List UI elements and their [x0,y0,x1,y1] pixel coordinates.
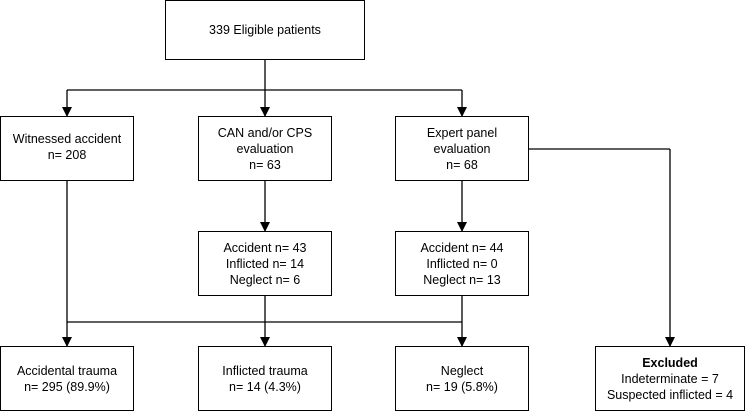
inflicted-trauma-box: Inflicted trauma n= 14 (4.3%) [198,346,332,411]
can-cps-count: n= 63 [249,157,281,172]
can-cps-subtitle: evaluation [236,141,294,156]
can-cps-accident-count: Accident n= 43 [223,240,307,255]
accidental-trauma-title: Accidental trauma [16,363,118,378]
accidental-trauma-count: n= 295 (89.9%) [24,379,110,394]
accidental-trauma-box: Accidental trauma n= 295 (89.9%) [0,346,134,411]
neglect-count: n= 19 (5.8%) [426,379,498,394]
expert-inflicted-count: Inflicted n= 0 [426,256,498,271]
witnessed-accident-count: n= 208 [47,148,87,162]
expert-panel-evaluation-box: Expert panel evaluation n= 68 [395,116,529,181]
excluded-indeterminate: Indeterminate = 7 [621,371,719,386]
expert-panel-subtitle: evaluation [433,141,491,156]
witnessed-accident-box: Witnessed accident n= 208 [0,116,134,181]
can-cps-evaluation-box: CAN and/or CPS evaluation n= 63 [198,116,332,181]
eligible-patients-box: 339 Eligible patients [165,0,365,60]
expert-outcome-box: Accident n= 44 Inflicted n= 0 Neglect n=… [395,231,529,296]
excluded-title: Excluded [642,355,698,370]
inflicted-trauma-title: Inflicted trauma [222,363,308,378]
expert-accident-count: Accident n= 44 [420,240,504,255]
expert-panel-count: n= 68 [446,157,478,172]
eligible-patients-label: 339 Eligible patients [209,23,321,37]
witnessed-accident-title: Witnessed accident [12,132,122,146]
can-cps-neglect-count: Neglect n= 6 [229,272,301,287]
expert-panel-title: Expert panel [426,125,498,140]
can-cps-title: CAN and/or CPS [217,125,313,140]
inflicted-trauma-count: n= 14 (4.3%) [229,379,301,394]
expert-neglect-count: Neglect n= 13 [423,272,501,287]
neglect-box: Neglect n= 19 (5.8%) [395,346,529,411]
can-cps-outcome-box: Accident n= 43 Inflicted n= 14 Neglect n… [198,231,332,296]
excluded-suspected-inflicted: Suspected inflicted = 4 [606,387,734,402]
neglect-title: Neglect [440,363,484,378]
can-cps-inflicted-count: Inflicted n= 14 [225,256,305,271]
excluded-box: Excluded Indeterminate = 7 Suspected inf… [595,346,745,411]
